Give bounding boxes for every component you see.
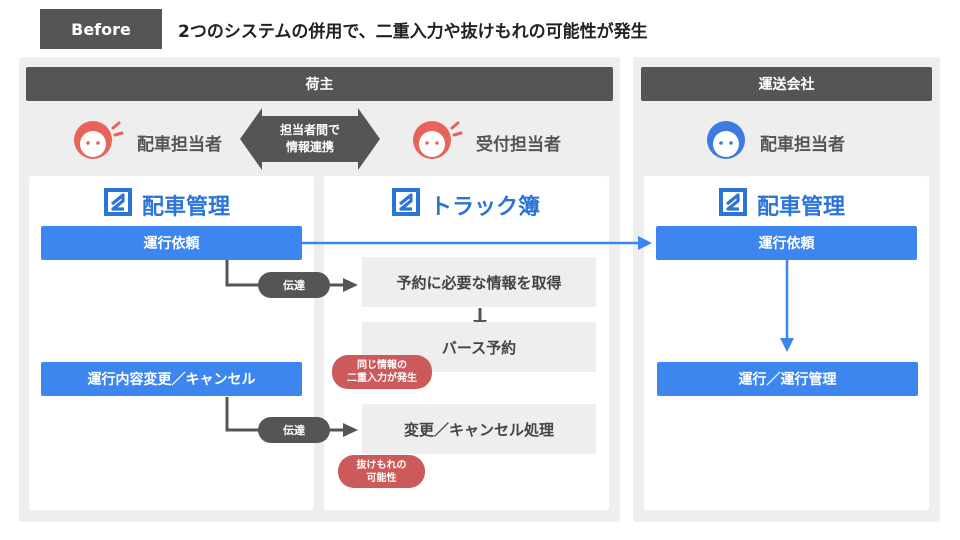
shipper-dispatcher-role: 配車担当者 (71, 118, 222, 167)
warning-line: 可能性 (366, 472, 397, 484)
truck-book-logo: トラック簿 (392, 188, 540, 222)
relay-pill-2: 伝達 (258, 417, 330, 443)
missing-warning: 抜けもれの 可能性 (338, 455, 425, 488)
shipper-change-box: 運行内容変更／キャンセル (41, 362, 302, 396)
change-cancel-box: 変更／キャンセル処理 (362, 404, 596, 454)
warning-line: 抜けもれの (356, 459, 407, 471)
haisha-kanri-name: 配車管理 (142, 195, 231, 220)
person-icon (704, 118, 748, 167)
info-link-line1: 担当者間で (279, 123, 340, 137)
person-icon (410, 118, 464, 167)
before-badge: Before (40, 9, 162, 49)
arrow-icon (343, 278, 358, 292)
person-icon (71, 118, 125, 167)
shipper-request-box: 運行依頼 (41, 226, 302, 260)
shipper-receiver-role: 受付担当者 (410, 118, 561, 167)
haisha-kanri-logo: 配車管理 (104, 188, 230, 222)
get-info-box: 予約に必要な情報を取得 (362, 257, 596, 307)
carrier-haisha-logo: 配車管理 (719, 188, 845, 222)
arrow-icon (780, 338, 794, 352)
carrier-dispatcher-label: 配車担当者 (760, 135, 845, 155)
carrier-operation-box: 運行／運行管理 (657, 362, 918, 396)
double-arrow-icon (240, 108, 380, 170)
arrow-icon (343, 423, 358, 437)
arrow-icon (638, 236, 652, 250)
double-entry-warning: 同じ情報の 二重入力が発生 (332, 355, 432, 389)
truck-book-name: トラック簿 (430, 195, 541, 220)
shipper-receiver-label: 受付担当者 (476, 135, 561, 155)
warning-line: 同じ情報の (357, 360, 407, 371)
shipper-header: 荷主 (26, 67, 613, 101)
warning-line: 二重入力が発生 (347, 373, 417, 384)
logo-icon (104, 188, 132, 222)
relay-pill-1: 伝達 (258, 272, 330, 298)
info-link-line2: 情報連携 (285, 140, 334, 154)
logo-icon (392, 188, 420, 222)
info-link-label: 担当者間で 情報連携 (272, 122, 348, 156)
shipper-dispatcher-label: 配車担当者 (137, 135, 222, 155)
logo-icon (719, 188, 747, 222)
carrier-dispatcher-role: 配車担当者 (704, 118, 845, 167)
carrier-request-box: 運行依頼 (656, 226, 917, 260)
carrier-haisha-name: 配車管理 (757, 195, 846, 220)
page-title: 2つのシステムの併用で、二重入力や抜けもれの可能性が発生 (178, 22, 648, 42)
carrier-header: 運送会社 (641, 67, 932, 101)
